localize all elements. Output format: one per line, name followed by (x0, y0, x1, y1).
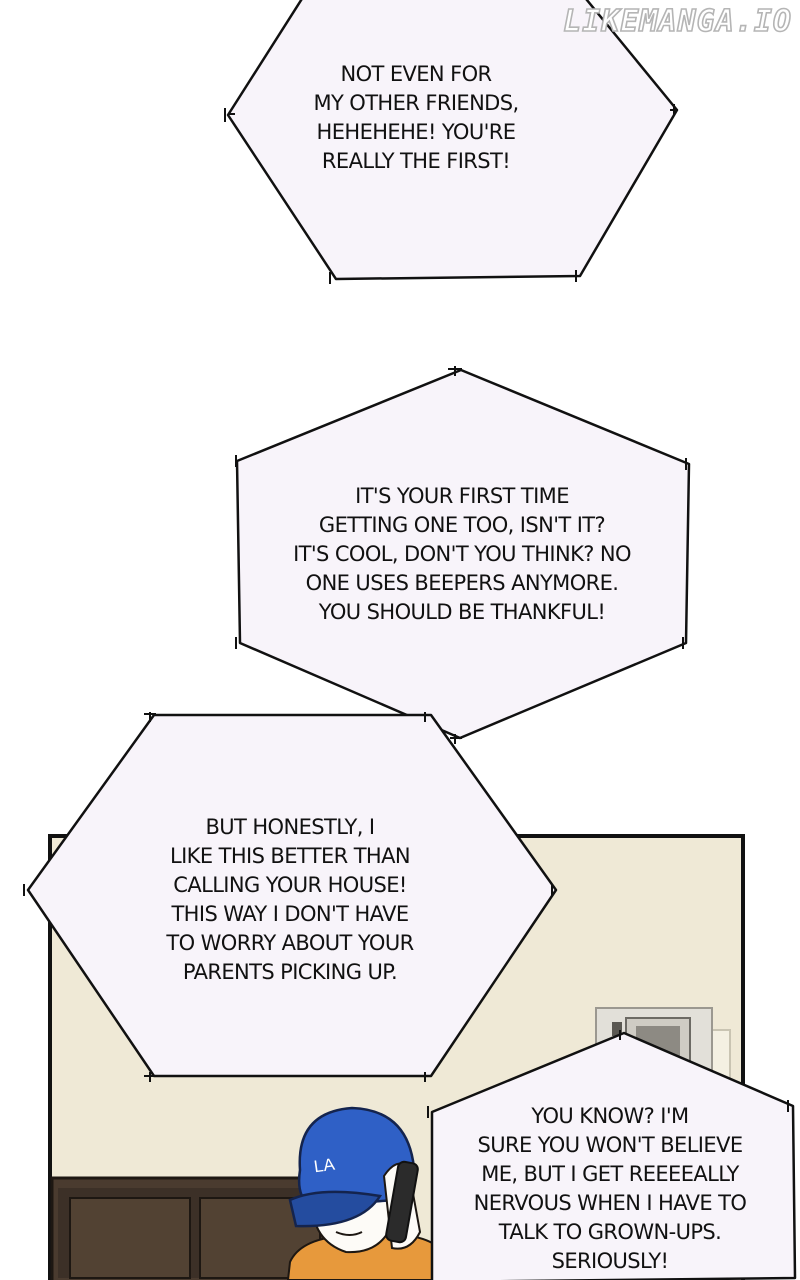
site-watermark: LIKEMANGA.IO (562, 3, 792, 40)
cap-logo-text: LA (312, 1154, 336, 1177)
bubble-line: IT'S YOUR FIRST TIME (355, 484, 569, 508)
bubble-text-you-know: YOU KNOW? I'M SURE YOU WON'T BELIEVE ME,… (450, 1102, 770, 1276)
bubble-line: REALLY THE FIRST! (321, 149, 511, 173)
bubble-line: YOU KNOW? I'M (531, 1104, 689, 1128)
bubble-line: BUT HONESTLY, I (205, 815, 375, 839)
bubble-line: TALK TO GROWN-UPS. (498, 1220, 722, 1244)
bubble-line: PARENTS PICKING UP. (182, 960, 398, 984)
bubble-line: CALLING YOUR HOUSE! (173, 873, 407, 897)
bubble-text-honestly: BUT HONESTLY, I LIKE THIS BETTER THAN CA… (140, 813, 440, 987)
bubble-line: YOU SHOULD BE THANKFUL! (318, 600, 606, 624)
bubble-line: LIKE THIS BETTER THAN (169, 844, 411, 868)
bubble-line: MY OTHER FRIENDS, (313, 91, 519, 115)
bubble-line: THIS WAY I DON'T HAVE (171, 902, 409, 926)
bubble-text-first-time: IT'S YOUR FIRST TIME GETTING ONE TOO, IS… (262, 482, 662, 627)
character-on-phone (286, 1106, 462, 1280)
speech-bubble-not-even (226, 0, 679, 281)
bubble-line: ONE USES BEEPERS ANYMORE. (305, 571, 619, 595)
bubble-line: GETTING ONE TOO, ISN'T IT? (318, 513, 606, 537)
bubble-line: NOT EVEN FOR (340, 62, 492, 86)
bubble-line: SERIOUSLY! (551, 1249, 669, 1273)
bubble-line: HEHEHEHE! YOU'RE (316, 120, 517, 144)
speech-bubble-you-know (430, 1031, 797, 1280)
bubble-text-not-even: NOT EVEN FOR MY OTHER FRIENDS, HEHEHEHE!… (300, 60, 532, 176)
bubble-line: NERVOUS WHEN I HAVE TO (473, 1191, 747, 1215)
bubble-line: IT'S COOL, DON'T YOU THINK? NO (293, 542, 631, 566)
bubble-line: ME, BUT I GET REEEEALLY (481, 1162, 739, 1186)
bubble-line: SURE YOU WON'T BELIEVE (477, 1133, 743, 1157)
bubble-line: TO WORRY ABOUT YOUR (166, 931, 414, 955)
speech-bubble-honestly (26, 713, 558, 1078)
